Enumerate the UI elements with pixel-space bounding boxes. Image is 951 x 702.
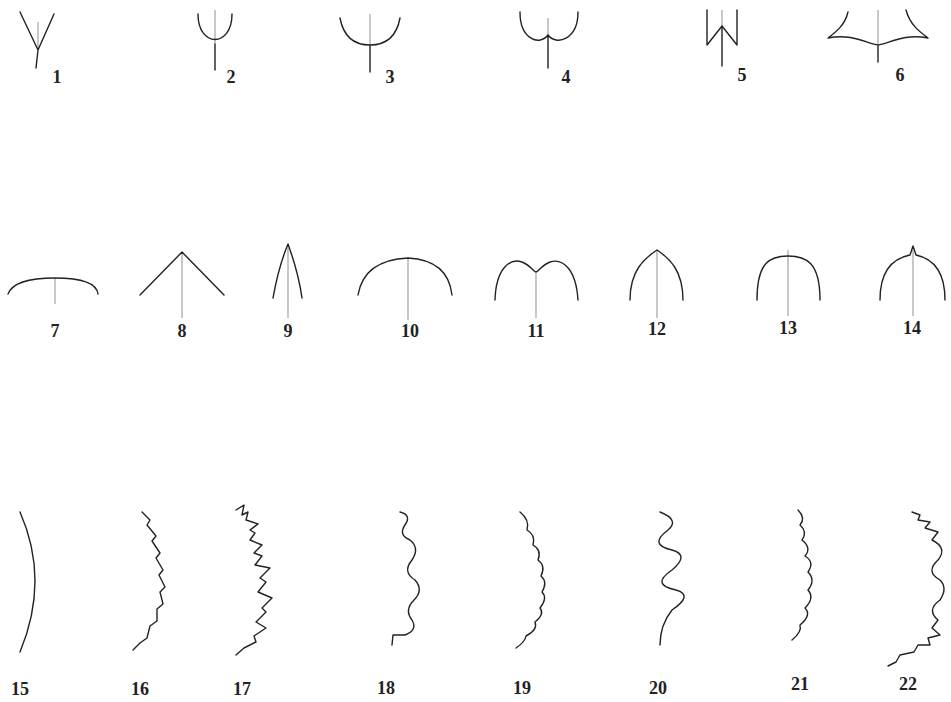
callout-number: 6 (896, 66, 905, 84)
leaf-apex-12 (630, 250, 683, 318)
leaf-base-1 (20, 12, 54, 68)
callout-number: 7 (51, 322, 60, 340)
callout-number: 8 (178, 322, 187, 340)
leaf-apex-14 (880, 246, 945, 316)
leaf-base-outline (520, 12, 578, 68)
leaf-base-outline (340, 18, 400, 72)
leaf-apex-outline (630, 250, 683, 300)
leaf-base-outline (828, 10, 928, 62)
midrib (54, 278, 55, 304)
leaf-apex-10 (358, 258, 452, 320)
callout-number: 16 (131, 680, 149, 698)
leaf-apex-outline (495, 261, 578, 300)
callout-number: 20 (649, 679, 667, 697)
midrib (535, 272, 536, 318)
midrib (787, 250, 788, 316)
callout-number: 15 (11, 680, 29, 698)
callout-number: 22 (899, 675, 917, 693)
leaf-margin-21 (792, 510, 812, 640)
leaf-margin-22 (888, 512, 944, 666)
midrib (287, 248, 288, 318)
callout-number: 4 (562, 68, 571, 86)
leaf-apex-13 (757, 250, 820, 316)
callout-number: 21 (791, 675, 809, 693)
leaf-base-3 (340, 14, 400, 72)
leaf-margin-16 (133, 512, 165, 650)
leaf-apex-outline (273, 244, 302, 298)
leaf-margin-19 (516, 512, 545, 648)
midrib (407, 258, 408, 320)
callout-number: 12 (648, 320, 666, 338)
leaf-apex-8 (140, 252, 224, 318)
callout-number: 1 (53, 68, 62, 86)
midrib (37, 22, 38, 50)
callout-number: 10 (401, 322, 419, 340)
callout-number: 17 (233, 680, 251, 698)
callout-number: 11 (527, 322, 544, 340)
leaf-base-2 (198, 10, 232, 70)
leaf-apex-9 (273, 244, 302, 318)
midrib (369, 14, 370, 45)
leaf-base-outline (707, 10, 737, 66)
callout-number: 14 (903, 319, 921, 337)
callout-number: 3 (386, 68, 395, 86)
leaf-margin-17 (236, 505, 272, 655)
callout-number: 19 (513, 679, 531, 697)
callout-number: 18 (377, 679, 395, 697)
leaf-base-5 (707, 10, 737, 66)
leaf-margin-15 (20, 512, 35, 652)
midrib (656, 250, 657, 318)
midrib (912, 250, 913, 316)
callout-number: 2 (227, 68, 236, 86)
leaf-base-6 (828, 10, 928, 62)
leaf-margin-20 (659, 512, 684, 645)
callout-number: 13 (779, 319, 797, 337)
leaf-base-4 (520, 12, 578, 68)
leaf-apex-7 (8, 278, 98, 304)
callout-number: 5 (738, 66, 747, 84)
leaf-base-outline (198, 14, 232, 70)
midrib (181, 252, 182, 318)
leaf-apex-11 (495, 261, 578, 318)
leaf-margin-18 (392, 512, 419, 645)
leaf-apex-outline (757, 256, 820, 300)
leaf-apex-outline (358, 258, 452, 295)
leaf-apex-outline (880, 246, 945, 300)
leaf-apex-outline (8, 278, 98, 294)
midrib (877, 10, 878, 44)
leaf-base-outline (20, 12, 54, 68)
callout-number: 9 (284, 322, 293, 340)
leaf-apex-outline (140, 252, 224, 295)
midrib (721, 10, 722, 26)
midrib (547, 18, 548, 36)
